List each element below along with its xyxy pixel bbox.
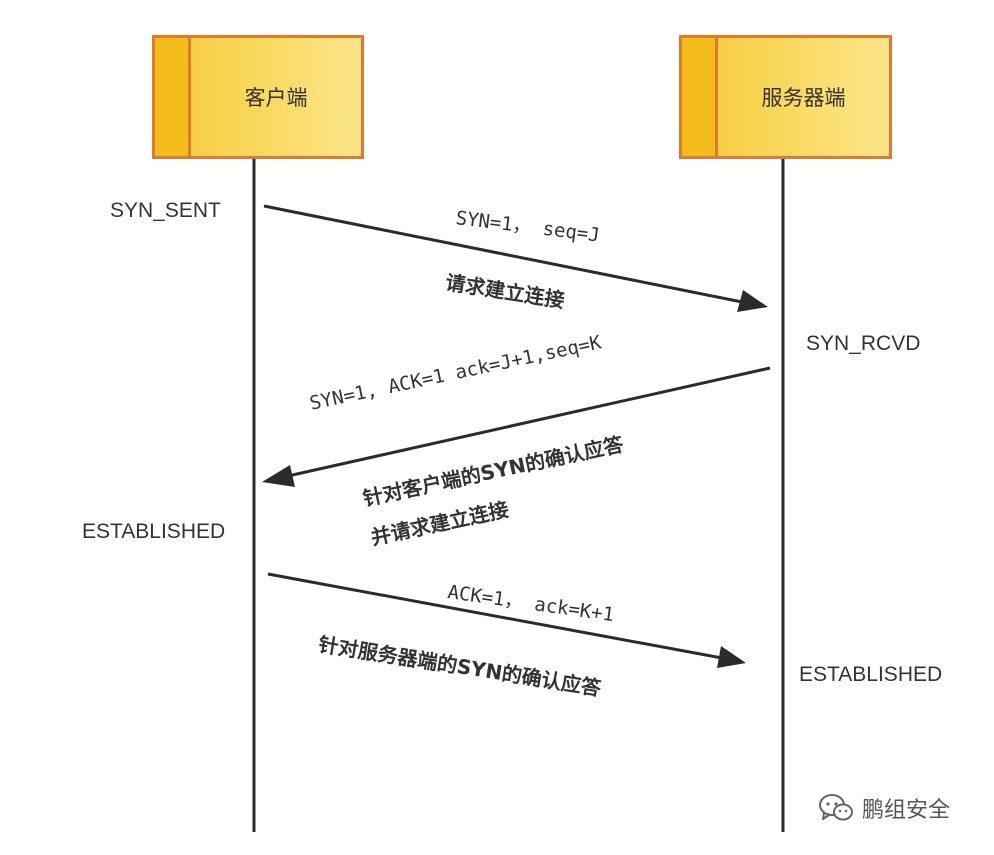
client-box-stripe — [155, 38, 191, 156]
client-label: 客户端 — [244, 86, 308, 110]
wechat-icon — [819, 794, 853, 821]
state-client-established: ESTABLISHED — [82, 520, 226, 543]
syn-ack-arrowhead — [262, 465, 295, 487]
state-syn-sent: SYN_SENT — [110, 199, 221, 222]
watermark: 鹏组安全 — [818, 792, 950, 824]
client-actor-box: 客户端 — [152, 35, 364, 159]
ack-arrowhead — [717, 646, 746, 668]
state-server-established: ESTABLISHED — [799, 663, 943, 686]
syn-arrow-line — [263, 204, 743, 304]
server-box-stripe — [682, 38, 718, 156]
syn-ack-arrow-line — [287, 366, 771, 478]
server-actor-box: 服务器端 — [679, 35, 892, 159]
server-label: 服务器端 — [761, 86, 846, 110]
watermark-text: 鹏组安全 — [862, 798, 951, 823]
syn-arrowhead — [737, 290, 768, 312]
ack-arrow-line — [267, 572, 723, 660]
state-syn-rcvd: SYN_RCVD — [806, 332, 921, 355]
